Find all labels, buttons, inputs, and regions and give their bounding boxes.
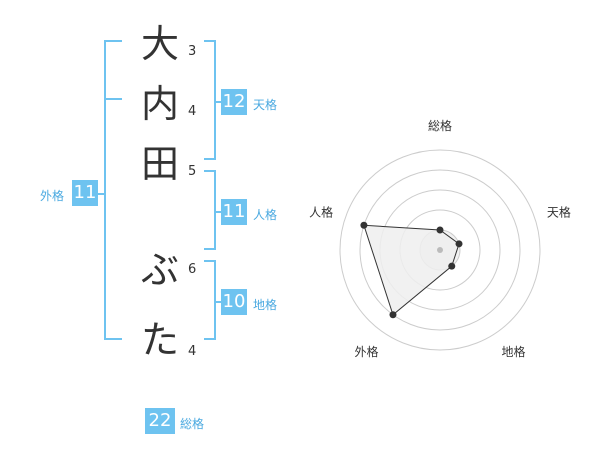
radar-center-point [437, 247, 443, 253]
jinkaku-bracket-connector [214, 211, 222, 213]
radar-point-3 [448, 262, 456, 270]
radar-axis-label-1: 総格 [428, 118, 452, 133]
soukaku-label: 総格 [180, 417, 205, 431]
radar-point-1 [436, 226, 444, 234]
radar-axis-label-2: 天格 [547, 204, 571, 219]
radar-polygon [363, 224, 460, 316]
jinkaku-bracket [204, 170, 216, 250]
name-char-4: ぶ [140, 248, 179, 292]
radar-point-5 [360, 221, 368, 229]
soukaku-value: 22 [145, 408, 175, 434]
stroke-count-3: 5 [188, 164, 197, 179]
name-char-2: 内 [140, 82, 179, 126]
radar-ring-5 [339, 149, 541, 351]
name-char-1: 大 [140, 22, 179, 66]
gaikaku-bracket [104, 40, 122, 340]
name-char-5: た [140, 318, 179, 362]
stroke-count-2: 4 [188, 104, 197, 119]
radar-ring-4 [359, 169, 521, 331]
jinkaku-label: 人格 [253, 208, 278, 222]
stroke-count-1: 3 [188, 44, 197, 59]
tenkaku-bracket-connector [214, 101, 222, 103]
chikaku-label: 地格 [253, 298, 278, 312]
radar-axis-label-4: 外格 [355, 344, 379, 359]
chikaku-value: 10 [221, 289, 247, 315]
radar-point-2 [455, 240, 463, 248]
gaikaku-bracket-connector [98, 193, 106, 195]
gaikaku-bracket-divider [104, 98, 122, 100]
stroke-count-5: 4 [188, 344, 197, 359]
gaikaku-label: 外格 [40, 189, 65, 203]
radar-point-4 [389, 311, 397, 319]
stroke-count-4: 6 [188, 262, 197, 277]
chikaku-bracket-connector [214, 301, 222, 303]
tenkaku-bracket [204, 40, 216, 160]
tenkaku-label: 天格 [253, 98, 278, 112]
gaikaku-value: 11 [72, 180, 98, 206]
name-char-3: 田 [140, 142, 179, 186]
chikaku-bracket [204, 260, 216, 340]
radar-axis-label-5: 人格 [309, 204, 333, 219]
radar-axis-label-3: 地格 [501, 344, 525, 359]
jinkaku-value: 11 [221, 199, 247, 225]
tenkaku-value: 12 [221, 89, 247, 115]
